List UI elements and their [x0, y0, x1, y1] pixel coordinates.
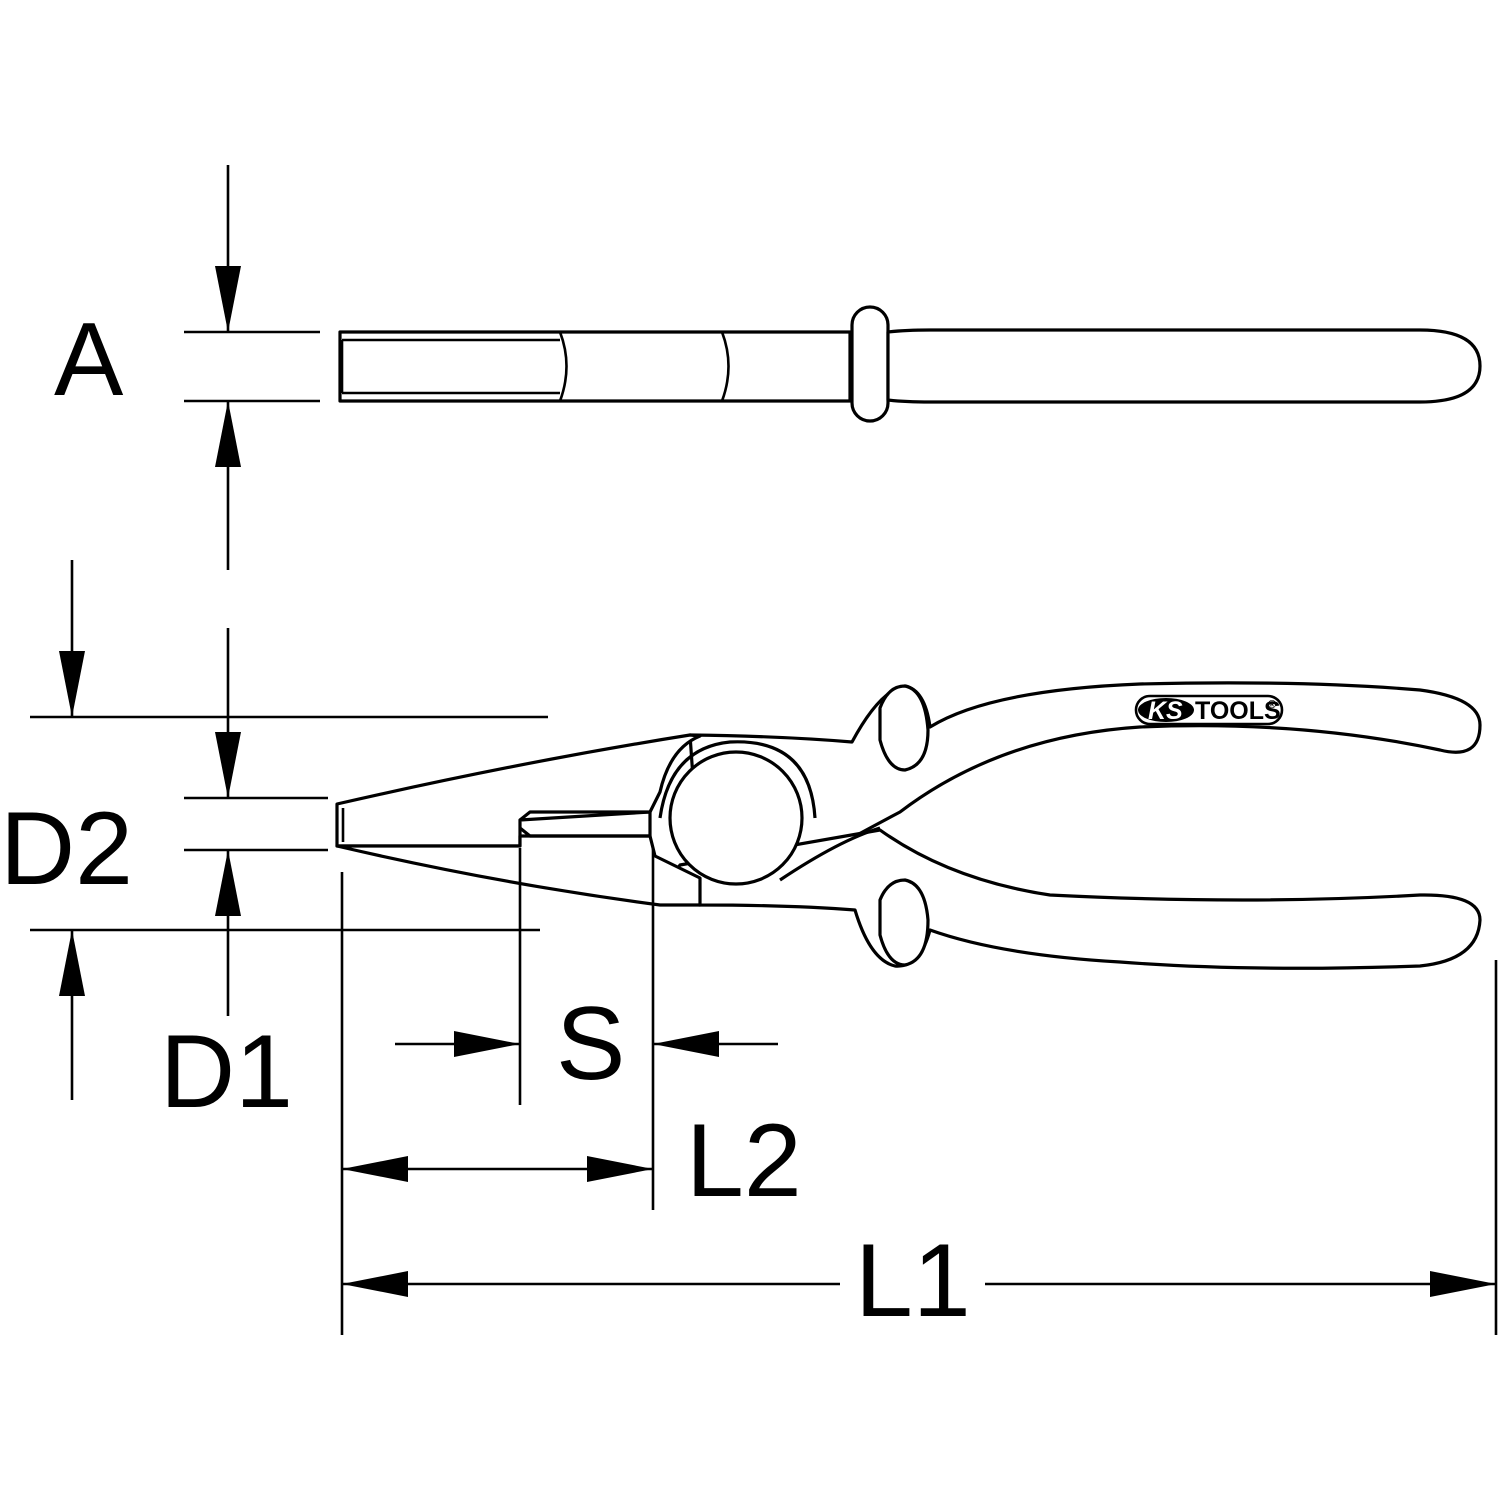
- logo-registered: ®: [1268, 699, 1276, 711]
- label-s: S: [556, 986, 625, 1102]
- label-a: A: [54, 302, 124, 418]
- ks-tools-logo: KS TOOLS ®: [1134, 694, 1284, 726]
- label-d1: D1: [160, 1014, 293, 1130]
- logo-tools: TOOLS: [1195, 697, 1281, 725]
- logo-ks: KS: [1148, 697, 1183, 725]
- label-l2: L2: [686, 1103, 802, 1219]
- dimension-lines: [30, 165, 1498, 1335]
- label-l1: L1: [855, 1223, 971, 1339]
- label-d2: D2: [0, 791, 133, 907]
- pliers-side-view: [338, 305, 1482, 423]
- dimension-labels: A D2 D1 S L2 L1: [0, 302, 971, 1339]
- pliers-front-view: KS TOOLS ®: [335, 681, 1482, 970]
